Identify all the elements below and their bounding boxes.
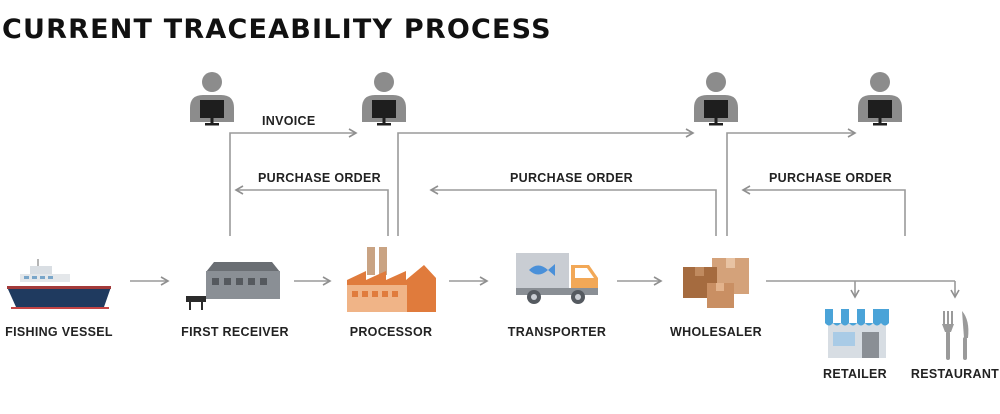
purchase-order-flow-line-2 bbox=[429, 185, 717, 236]
purchase-order-label-3: PURCHASE ORDER bbox=[769, 171, 892, 185]
person-computer-icon-4 bbox=[858, 72, 902, 126]
retailer-label: RETAILER bbox=[823, 367, 887, 381]
invoice-flow-line-3 bbox=[726, 128, 857, 236]
purchase-order-flow-line-1 bbox=[234, 185, 389, 236]
purchase-order-label-2: PURCHASE ORDER bbox=[510, 171, 633, 185]
processor-factory-icon bbox=[347, 247, 436, 312]
transporter-truck-icon bbox=[516, 253, 598, 304]
fishing-vessel-icon bbox=[7, 259, 111, 309]
wholesaler-label: WHOLESALER bbox=[670, 325, 762, 339]
restaurant-label: RESTAURANT bbox=[910, 367, 1000, 381]
person-computer-icon-2 bbox=[362, 72, 406, 126]
wholesaler-boxes-icon bbox=[683, 258, 749, 308]
person-computer-icon-3 bbox=[694, 72, 738, 126]
purchase-order-flow-line-3 bbox=[741, 185, 906, 236]
invoice-label: INVOICE bbox=[262, 114, 316, 128]
retailer-store-icon bbox=[825, 309, 889, 358]
restaurant-fork-knife-icon bbox=[942, 311, 969, 360]
page-title: CURRENT TRACEABILITY PROCESS bbox=[2, 14, 552, 45]
person-computer-icon-1 bbox=[190, 72, 234, 126]
invoice-flow-line-2 bbox=[397, 128, 695, 236]
fishing-vessel-label: FISHING VESSEL bbox=[5, 325, 113, 339]
first-receiver-label: FIRST RECEIVER bbox=[181, 325, 289, 339]
processor-label: PROCESSOR bbox=[349, 325, 433, 339]
invoice-flow-line bbox=[229, 128, 358, 236]
fish-icon bbox=[529, 264, 555, 276]
first-receiver-building-icon bbox=[186, 262, 280, 310]
transporter-label: TRANSPORTER bbox=[507, 325, 607, 339]
purchase-order-label-1: PURCHASE ORDER bbox=[258, 171, 381, 185]
